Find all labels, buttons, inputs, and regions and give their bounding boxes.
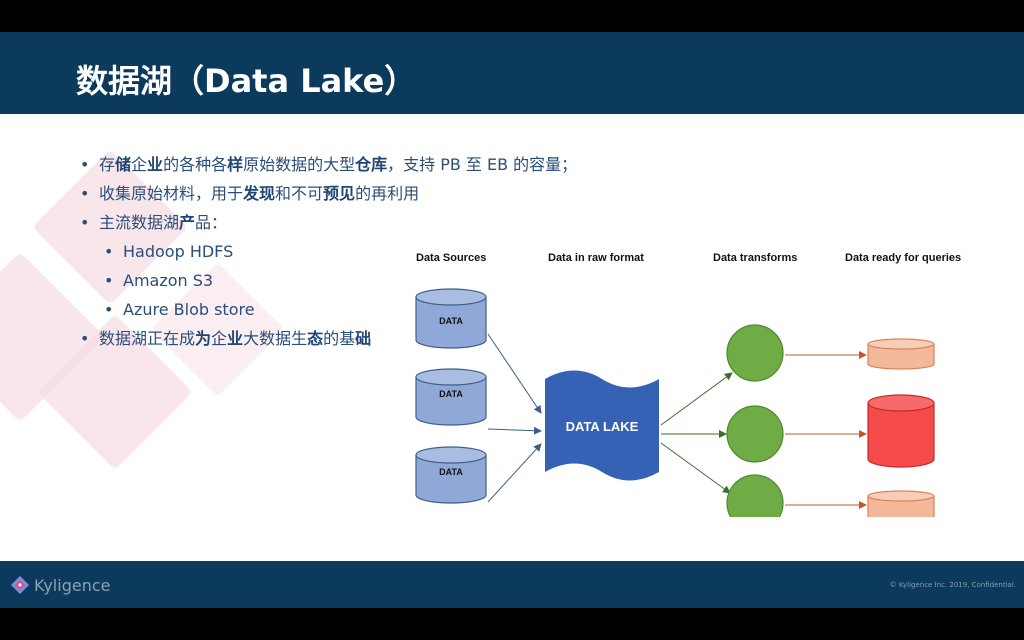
data-source-label: DATA — [439, 389, 463, 399]
bullet-text: 收集原始材料，用于 — [99, 184, 244, 203]
arrow — [660, 372, 733, 426]
bullet-text: Amazon S3 — [123, 271, 214, 290]
data-lake-diagram: Data Sources Data in raw format Data tra… — [415, 252, 961, 517]
bullet-text: Hadoop HDFS — [123, 242, 234, 261]
bullet-text: 企 — [131, 155, 148, 174]
bullet-text: 数据湖正在成 — [99, 329, 196, 348]
bullet-dot-icon: • — [80, 155, 90, 174]
bullet-text-bold: 为 — [195, 329, 212, 348]
bullet-item: • 收集原始材料，用于发现和不可预见的再利用 — [80, 179, 577, 208]
sub-bullet-item: • Amazon S3 — [104, 266, 577, 295]
bullet-text-bold: 产 — [179, 213, 196, 232]
bullet-text-bold: 仓库 — [355, 155, 388, 174]
transform-node — [726, 405, 784, 463]
bullet-text: 原始数据的大型 — [243, 155, 356, 174]
bullet-text: 的再利用 — [355, 184, 420, 203]
query-ready-store-small — [867, 490, 935, 517]
bullet-list: •存储企业的各种各样原始数据的大型仓库，支持 PB 至 EB 的容量； •收集原… — [80, 150, 577, 353]
bullet-item: • 主流数据湖产品： — [80, 208, 577, 237]
query-ready-store-small — [867, 338, 935, 370]
data-source-cylinder: DATA — [415, 288, 487, 349]
column-header-ready-for-queries: Data ready for queries — [845, 252, 961, 264]
arrow — [487, 333, 542, 414]
bullet-text-bold: 样 — [227, 155, 244, 174]
slide-title: 数据湖（Data Lake） — [76, 62, 417, 100]
slide-footer: Kyligence © Kyligence Inc. 2019, Confide… — [0, 561, 1024, 608]
sub-bullet-item: • Hadoop HDFS — [104, 237, 577, 266]
bullet-text: 大数据生 — [243, 329, 308, 348]
bullet-text: 的各种各 — [163, 155, 228, 174]
bullet-text-bold: 储 — [115, 155, 132, 174]
bullet-dot-icon: • — [80, 213, 90, 232]
bullet-text-bold: 态 — [307, 329, 324, 348]
bullet-text-bold: 业 — [227, 329, 244, 348]
bullet-text: 存 — [99, 155, 116, 174]
bullet-text-bold: 发现 — [243, 184, 276, 203]
data-source-label: DATA — [439, 316, 463, 326]
bullet-dot-icon: • — [104, 271, 114, 290]
column-header-raw-format: Data in raw format — [548, 252, 644, 264]
query-ready-store-large — [867, 394, 935, 468]
bullet-dot-icon: • — [80, 329, 90, 348]
logo-text: Kyligence — [34, 575, 111, 595]
arrow — [487, 426, 542, 435]
data-lake-label: DATA LAKE — [566, 419, 639, 434]
slide: 数据湖（Data Lake） •存储企业的各种各样原始数据的大型仓库，支持 PB… — [0, 32, 1024, 608]
transform-node — [726, 474, 784, 517]
bullet-dot-icon: • — [104, 242, 114, 261]
kyligence-logo: Kyligence — [10, 575, 110, 595]
data-source-cylinder: DATA — [415, 446, 487, 504]
bullet-text-bold: 础 — [355, 329, 372, 348]
transform-node — [726, 324, 784, 382]
data-lake-shape: DATA LAKE — [545, 370, 659, 481]
bullet-item: • 数据湖正在成为企业大数据生态的基础 — [80, 324, 577, 353]
bullet-dot-icon: • — [104, 300, 114, 319]
bullet-text: 主流数据湖 — [99, 213, 180, 232]
bullet-text: 的基 — [323, 329, 356, 348]
column-header-data-sources: Data Sources — [416, 252, 486, 264]
bullet-text: 企 — [211, 329, 228, 348]
bullet-text-bold: 业 — [147, 155, 164, 174]
bullet-text: 品： — [195, 213, 228, 232]
bullet-dot-icon: • — [80, 184, 90, 203]
slide-header: 数据湖（Data Lake） — [0, 32, 1024, 114]
bullet-text-bold: 预见 — [323, 184, 356, 203]
bullet-text: 和不可 — [275, 184, 324, 203]
sub-bullet-item: • Azure Blob store — [104, 295, 577, 324]
column-header-transforms: Data transforms — [713, 252, 797, 264]
bullet-item: • 存储企业的各种各样原始数据的大型仓库，支持 PB 至 EB 的容量； — [80, 150, 577, 179]
arrow — [487, 443, 542, 503]
copyright-text: © Kyligence Inc. 2019, Confidential. — [889, 581, 1016, 589]
kyligence-logo-icon — [11, 576, 29, 594]
data-source-label: DATA — [439, 467, 463, 477]
data-source-cylinder: DATA — [415, 368, 487, 426]
arrow — [660, 442, 731, 494]
bullet-text: Azure Blob store — [123, 300, 255, 319]
bullet-text: ，支持 PB 至 EB 的容量； — [387, 155, 578, 174]
